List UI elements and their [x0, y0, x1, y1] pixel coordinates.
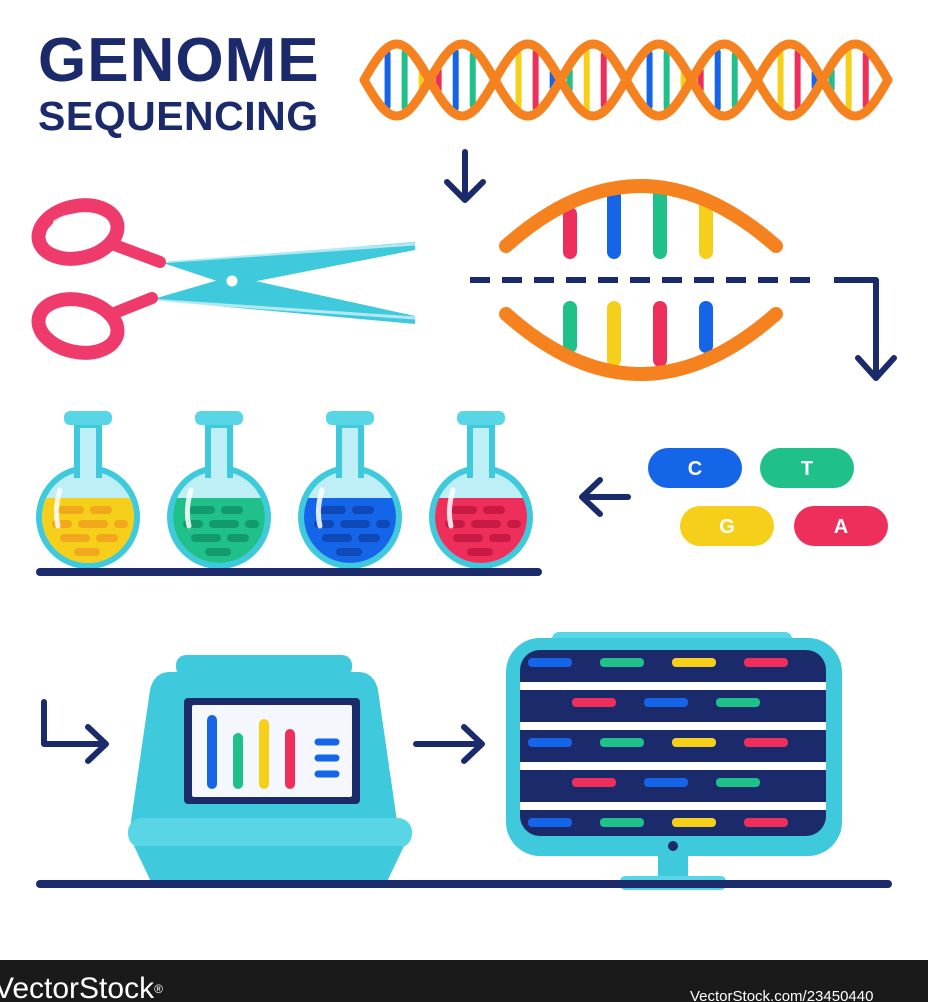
nucleotide-pill-t: T — [760, 448, 854, 488]
dna-helix-icon — [359, 39, 893, 121]
turn-arrow-icon — [41, 699, 107, 747]
dna-base-pairs — [384, 48, 869, 112]
machine-bar-chart — [207, 715, 340, 789]
sequence-segment — [644, 698, 688, 707]
nucleotide-pills: C T G A — [648, 448, 888, 546]
scissors-icon — [31, 198, 416, 360]
sequence-segment — [744, 818, 788, 827]
sequence-segment — [672, 738, 716, 747]
arrow-left-icon — [579, 477, 631, 517]
title-line-2: SEQUENCING — [38, 93, 319, 139]
nucleotide-label: A — [834, 516, 848, 538]
flask-shelf — [36, 411, 533, 569]
sequence-segment — [744, 738, 788, 747]
sequence-segment — [600, 658, 644, 667]
sequence-readout — [520, 658, 826, 827]
flask-icon — [36, 411, 140, 569]
nucleotide-label: T — [801, 458, 813, 480]
dna-strand — [359, 39, 893, 121]
monitor-icon — [506, 632, 842, 890]
flask-icon — [298, 411, 402, 569]
arrow-down-icon — [444, 149, 486, 203]
nucleotide-pill-a: A — [794, 506, 888, 546]
sequence-segment — [528, 658, 572, 667]
sequence-segment — [672, 658, 716, 667]
machine-screen — [192, 705, 352, 797]
sequence-segment — [528, 818, 572, 827]
sequence-segment — [744, 658, 788, 667]
arrow-right-icon — [461, 724, 485, 764]
watermark-id: VectorStock.com/23450440 — [690, 988, 874, 1002]
scissors-blade — [160, 242, 415, 286]
scissors-handle — [31, 292, 125, 360]
dna-base-pairs — [563, 185, 713, 367]
nucleotide-label: C — [688, 458, 702, 480]
nucleotide-label: G — [719, 516, 735, 538]
illustration-canvas: C T G A — [31, 39, 897, 890]
sequence-segment — [600, 818, 644, 827]
sequence-segment — [644, 778, 688, 787]
registered-mark: ® — [154, 982, 163, 996]
sequence-segment — [572, 698, 616, 707]
sequence-segment — [716, 698, 760, 707]
sequence-segment — [528, 738, 572, 747]
watermark-brand-text: VectorStock — [0, 972, 155, 1002]
sequence-segment — [672, 818, 716, 827]
scissors-handle — [31, 198, 125, 266]
sequence-segment — [600, 738, 644, 747]
sequencer-machine-icon — [41, 655, 485, 888]
sequence-segment — [572, 778, 616, 787]
watermark-brand: VectorStock® — [0, 974, 163, 1002]
watermark-bar: VectorStock® VectorStock.com/23450440 — [0, 960, 928, 1002]
dna-split-icon — [470, 179, 897, 381]
nucleotide-pill-g: G — [680, 506, 774, 546]
sequence-segment — [716, 778, 760, 787]
page-title: GENOME SEQUENCING — [38, 30, 320, 137]
nucleotide-pill-c: C — [648, 448, 742, 488]
title-line-1: GENOME — [38, 26, 320, 95]
flask-icon — [429, 411, 533, 569]
flask-icon — [167, 411, 271, 569]
